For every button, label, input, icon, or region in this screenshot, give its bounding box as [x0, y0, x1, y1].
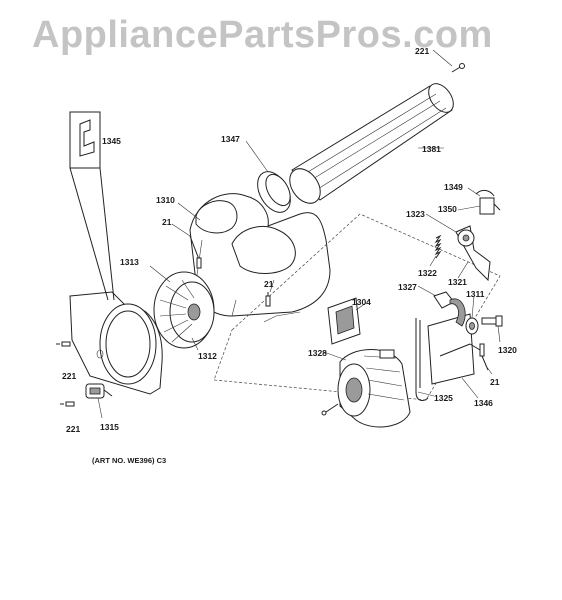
screw-21-right: [479, 343, 489, 371]
belt-1325-part: [415, 318, 429, 401]
art-number-caption: (ART NO. WE396) C3: [92, 456, 166, 465]
blower-impeller-part: [153, 271, 215, 349]
blower-housing-part: [189, 193, 331, 323]
callout-1345: 1345: [102, 136, 121, 146]
screw-221-bottom: [60, 401, 75, 407]
callout-1325: 1325: [434, 393, 453, 403]
spring-1322-part: [434, 234, 442, 259]
screw-221-left: [56, 341, 71, 347]
callout-1310: 1310: [156, 195, 175, 205]
connector-1349-part: [475, 189, 501, 215]
callout-1346: 1346: [474, 398, 493, 408]
callout-221-top: 221: [415, 46, 429, 56]
front-duct-panel-part: [69, 291, 163, 395]
idler-arm-part: [433, 291, 466, 327]
callout-1304: 1304: [352, 297, 371, 307]
exhaust-duct-part: [289, 83, 454, 204]
motor-switch-bracket-part: [455, 225, 491, 282]
callout-1327: 1327: [398, 282, 417, 292]
callout-1315: 1315: [100, 422, 119, 432]
callout-1323: 1323: [406, 209, 425, 219]
callout-1349: 1349: [444, 182, 463, 192]
callout-21-mid: 21: [264, 279, 274, 289]
base-outline: [213, 213, 501, 401]
watermark-logo: AppliancePartsPros.com: [32, 14, 493, 56]
switch-1304-part: [327, 297, 361, 345]
callout-1311: 1311: [466, 289, 485, 299]
leader-lines: [97, 49, 501, 419]
callout-221-left: 221: [62, 371, 76, 381]
callout-1347: 1347: [221, 134, 240, 144]
callout-1328: 1328: [308, 348, 327, 358]
idler-pulley-part: [465, 317, 479, 335]
thermostat-1315-part: [85, 383, 113, 399]
screw-21-left: [189, 235, 202, 269]
callout-1321: 1321: [448, 277, 467, 287]
callout-labels: 221 1381 1347 1345 1349 1350 1310 1323 2…: [62, 46, 517, 434]
screw-21-mid: [265, 292, 271, 307]
callout-1381: 1381: [422, 144, 441, 154]
callout-1322: 1322: [418, 268, 437, 278]
callout-21-left: 21: [162, 217, 172, 227]
detail-box-1345: [69, 111, 115, 301]
idler-bracket-part: [427, 313, 481, 385]
callout-1350: 1350: [438, 204, 457, 214]
duct-seal-ring-part: [257, 171, 291, 213]
callout-221-bottom: 221: [66, 424, 80, 434]
shoulder-bolt-part: [481, 315, 503, 327]
callout-1320: 1320: [498, 345, 517, 355]
callout-1312: 1312: [198, 351, 217, 361]
callout-21-right: 21: [490, 377, 500, 387]
screw-221-top: [451, 63, 465, 73]
drive-motor-part: [321, 349, 411, 428]
callout-1313: 1313: [120, 257, 139, 267]
